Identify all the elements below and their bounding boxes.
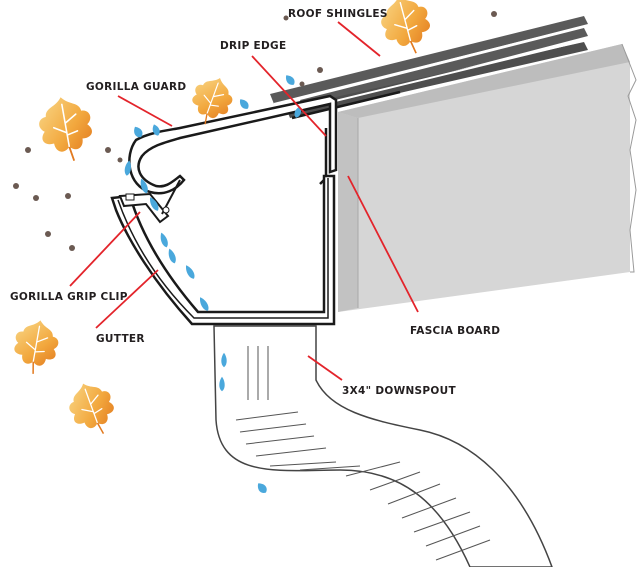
label-gutter: GUTTER <box>96 333 145 345</box>
gutter <box>110 174 336 326</box>
gorilla-guard <box>128 94 338 195</box>
label-roof-shingles: ROOF SHINGLES <box>288 8 388 20</box>
label-gorilla-guard: GORILLA GUARD <box>86 81 186 93</box>
label-downspout: 3X4" DOWNSPOUT <box>342 385 456 397</box>
downspout <box>213 325 553 567</box>
label-gorilla-grip-clip: GORILLA GRIP CLIP <box>10 291 128 303</box>
label-drip-edge: DRIP EDGE <box>220 40 286 52</box>
debris-pebbles <box>13 11 497 251</box>
fascia-board <box>338 43 637 312</box>
gorilla-grip-clip <box>118 179 181 224</box>
label-fascia-board: FASCIA BOARD <box>410 325 500 337</box>
leader-lines <box>69 21 419 381</box>
roof-shingles <box>270 16 588 118</box>
